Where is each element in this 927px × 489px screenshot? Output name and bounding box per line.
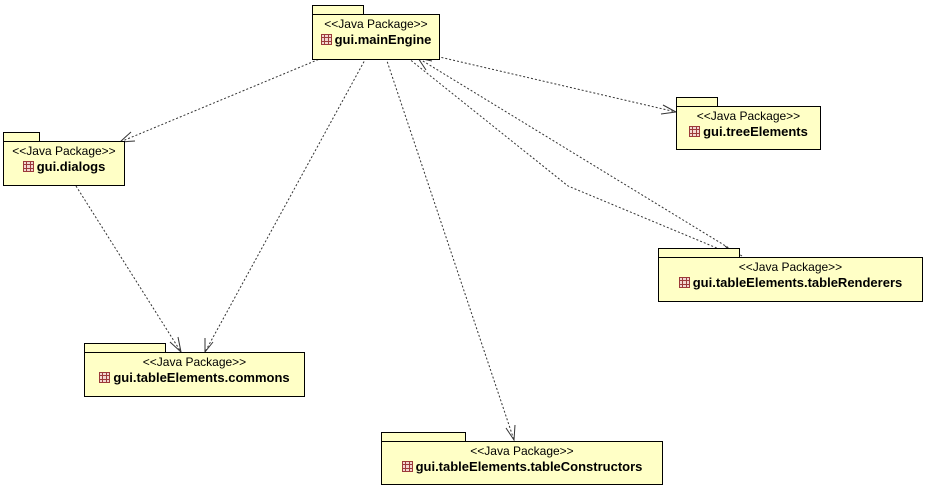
package-stereotype: <<Java Package>> — [738, 260, 843, 274]
package-name-row: gui.tableElements.tableConstructors — [382, 459, 662, 475]
package-icon — [99, 372, 111, 383]
package-name: gui.treeElements — [703, 124, 808, 139]
edge-tableRenderers-to-mainEngine — [416, 57, 743, 257]
package-icon — [22, 161, 34, 172]
package-name: gui.tableElements.tableRenderers — [692, 275, 903, 290]
package-body: <<Java Package>> gui.tableElements.commo… — [84, 352, 305, 397]
package-name: gui.dialogs — [36, 159, 106, 174]
package-body: <<Java Package>> gui.dialogs — [3, 141, 125, 186]
package-name-row: gui.tableElements.commons — [85, 370, 304, 386]
edge-mainEngine-to-treeElements — [417, 51, 678, 115]
package-name: gui.tableElements.commons — [113, 370, 290, 385]
package-name-row: gui.mainEngine — [313, 32, 439, 48]
package-name: gui.tableElements.tableConstructors — [415, 459, 643, 474]
package-stereotype: <<Java Package>> — [324, 17, 428, 31]
package-stereotype: <<Java Package>> — [12, 144, 116, 158]
package-stereotype: <<Java Package>> — [696, 109, 801, 123]
package-body: <<Java Package>> gui.tableElements.table… — [658, 257, 923, 302]
package-name-row: gui.dialogs — [4, 159, 124, 175]
edge-mainEngine-to-commons — [204, 57, 367, 354]
package-body: <<Java Package>> gui.treeElements — [676, 106, 821, 150]
package-body: <<Java Package>> gui.mainEngine — [312, 14, 440, 60]
package-name: gui.mainEngine — [334, 32, 432, 47]
edge-mainEngine-to-tableRenderers — [407, 57, 738, 257]
edge-mainEngine-to-dialogs — [118, 57, 323, 143]
package-name-row: gui.tableElements.tableRenderers — [659, 275, 922, 291]
package-stereotype: <<Java Package>> — [470, 444, 574, 458]
edge-mainEngine-to-tableConstructors — [385, 57, 516, 442]
package-name-row: gui.treeElements — [677, 124, 820, 140]
package-icon — [320, 34, 332, 45]
package-icon — [401, 461, 413, 472]
package-body: <<Java Package>> gui.tableElements.table… — [381, 441, 663, 485]
package-icon — [689, 126, 701, 137]
package-stereotype: <<Java Package>> — [142, 355, 247, 369]
edge-dialogs-to-commons — [75, 185, 182, 354]
package-icon — [678, 277, 690, 288]
